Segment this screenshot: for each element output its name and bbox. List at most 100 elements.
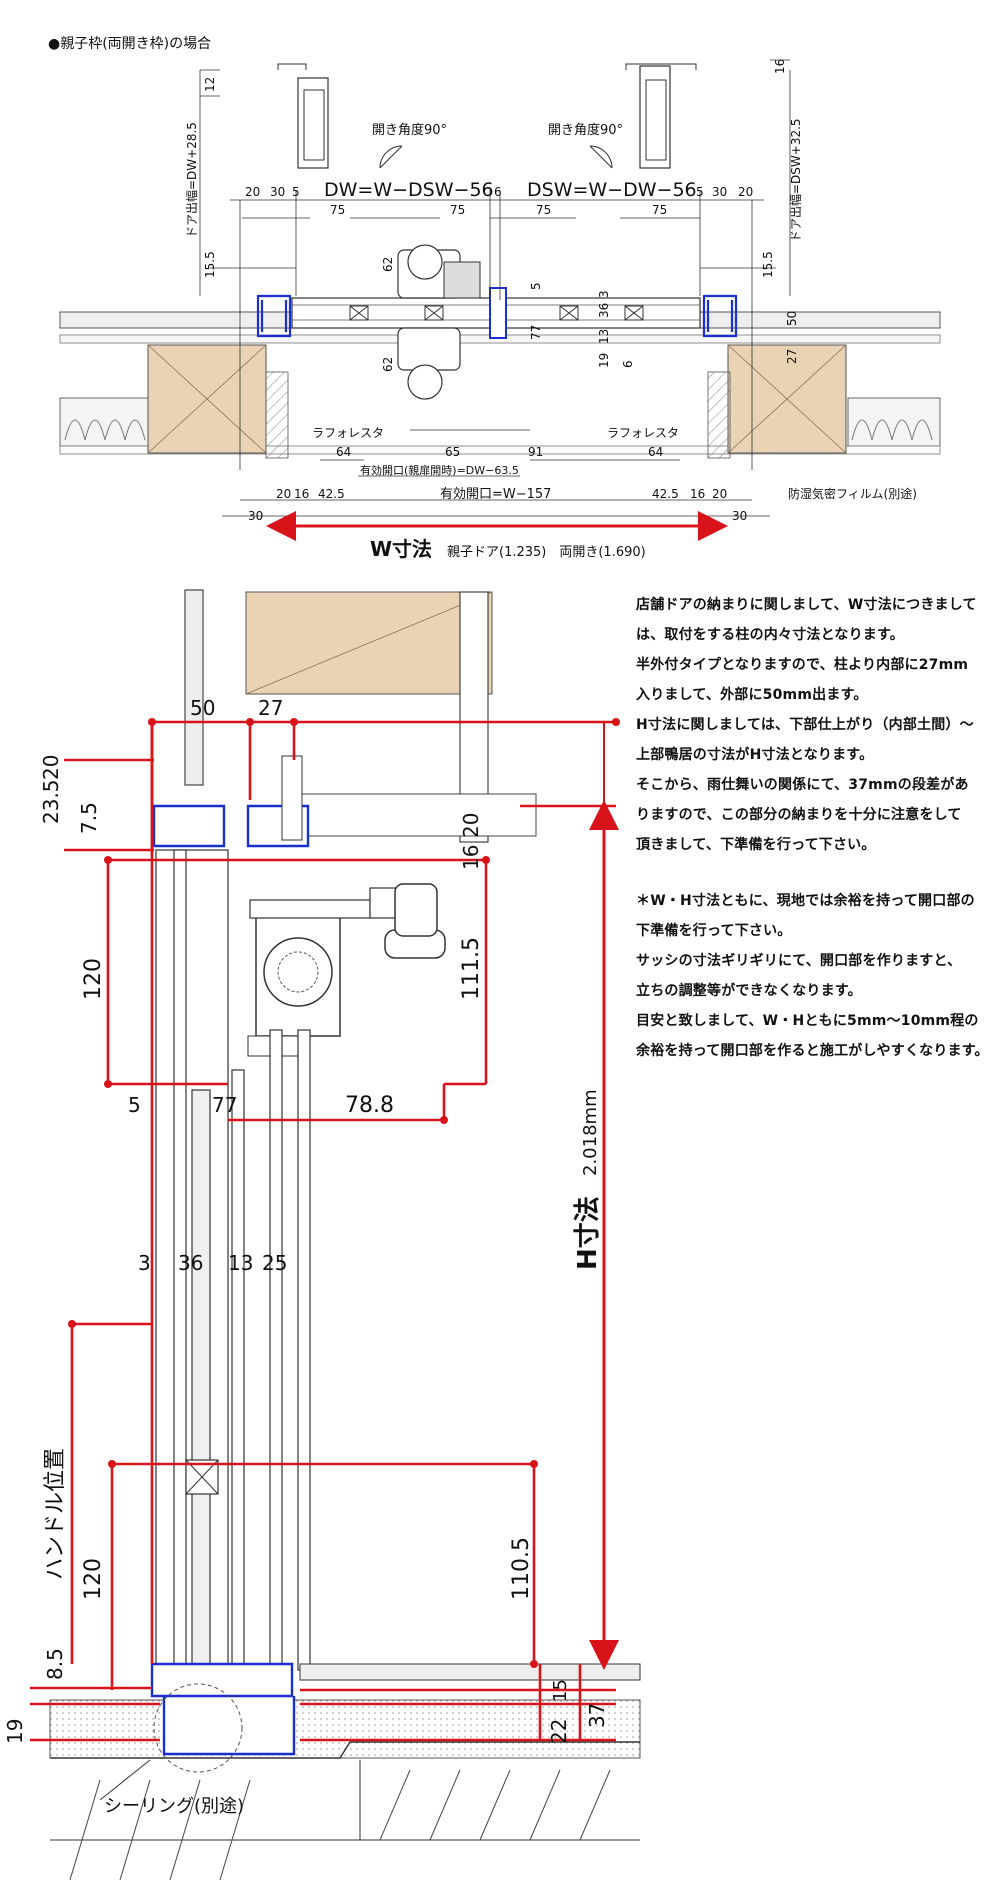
- vertical-section: 50 27 23.5 20 7.5 20 16 120 111.5 5 77 7…: [3, 589, 641, 1881]
- dim: 23.5: [39, 779, 63, 824]
- note-line: りますので、この部分の納まりを十分に注意をして: [636, 807, 962, 823]
- note-line: サッシの寸法ギリギリにて、開口部を作りますと、: [636, 953, 962, 969]
- note-line: 頂きまして、下準備を行って下さい。: [636, 837, 876, 853]
- dim: 64: [648, 445, 663, 459]
- door-leaf-left: [291, 297, 493, 329]
- h-value: 2.018mm: [580, 1089, 601, 1176]
- note-line: 店舗ドアの納まりに関しまして、W寸法につきまして: [636, 597, 977, 613]
- dim: 91: [528, 445, 543, 459]
- dim: 62: [381, 257, 395, 272]
- handle-bottom: [397, 327, 461, 371]
- note-line: 余裕を持って開口部を作ると施工がしやすくなります。: [636, 1043, 989, 1059]
- dim: 27: [785, 349, 799, 364]
- dim: 20: [459, 813, 483, 838]
- effective-opening-child: 有効開口(親扉開時)=DW−63.5: [360, 463, 519, 477]
- note-line: 目安と致しまして、W・Hともに5mm～10mm程の: [636, 1013, 979, 1029]
- laforesta-right: ラフォレスタ: [607, 426, 679, 440]
- door-width-right: ドア出幅=DSW+32.5: [788, 118, 803, 242]
- dim: 50: [785, 311, 799, 326]
- sealing-label: シーリング(別途): [104, 1796, 244, 1817]
- dim: 42.5: [318, 487, 345, 501]
- dim: 111.5: [459, 937, 484, 1000]
- dim: 8.5: [43, 1648, 67, 1680]
- dim: 5: [529, 282, 543, 290]
- dim: 20: [276, 487, 291, 501]
- note-line: 立ちの調整等ができなくなります。: [636, 983, 862, 999]
- dim: 120: [81, 1558, 106, 1600]
- dim: 65: [445, 445, 460, 459]
- dim: 12: [203, 77, 217, 92]
- dim: 7.5: [77, 802, 101, 834]
- dim: 15: [550, 1679, 571, 1702]
- dim: 64: [336, 445, 351, 459]
- red-dimension-lines: [30, 720, 616, 1742]
- dw-formula: DW=W−DSW−56: [324, 179, 494, 201]
- dim: 25: [262, 1251, 287, 1275]
- note-line: ＊W・H寸法ともに、現地では余裕を持って開口部の: [636, 893, 975, 909]
- dim: 5: [128, 1093, 141, 1117]
- open-angle-right: 開き角度90°: [548, 122, 623, 138]
- dim: 30: [732, 509, 747, 523]
- dim: 78.8: [345, 1093, 394, 1118]
- dim: 30: [248, 509, 263, 523]
- blue-frame-bottom: [150, 1662, 296, 1756]
- dim: 27: [258, 696, 283, 720]
- handle-position-label: ハンドル位置: [43, 1448, 68, 1580]
- dim: 19: [597, 353, 611, 368]
- dim: 16: [294, 487, 309, 501]
- note-line: 入りまして、外部に50mm出ます。: [636, 687, 868, 703]
- h-label: H寸法: [573, 1196, 603, 1270]
- laforesta-left: ラフォレスタ: [312, 426, 384, 440]
- dim: 3: [138, 1251, 151, 1275]
- dim: 110.5: [509, 1537, 534, 1600]
- dim: 37: [585, 1703, 609, 1728]
- dim: 50: [190, 696, 215, 720]
- dim: 75: [536, 203, 551, 217]
- dim: 6: [494, 185, 502, 199]
- dim: 30: [712, 185, 727, 199]
- wall-bottom-line: [59, 445, 941, 455]
- dim: 22: [547, 1719, 571, 1744]
- dim: 20: [712, 487, 727, 501]
- note-line: 半外付タイプとなりますので、柱より内部に27mm: [636, 657, 969, 673]
- dim: 13: [228, 1251, 253, 1275]
- blue-frame-left: [256, 294, 292, 338]
- dim: 20: [738, 185, 753, 199]
- vapor-film: 防湿気密フィルム(別途): [788, 486, 917, 501]
- dim: 15.5: [761, 251, 775, 278]
- blue-frame-right: [702, 294, 738, 338]
- dim: 36: [178, 1251, 203, 1275]
- dsw-formula: DSW=W−DW−56: [527, 179, 697, 201]
- dim: 75: [450, 203, 465, 217]
- dim: 13: [597, 329, 611, 344]
- note-line: そこから、雨仕舞いの関係にて、37mmの段差があ: [636, 777, 969, 793]
- dim: 75: [652, 203, 667, 217]
- dim: 30: [270, 185, 285, 199]
- w-label: W寸法: [370, 537, 432, 561]
- dim: 16: [773, 59, 787, 74]
- dim: 16: [690, 487, 705, 501]
- construction-notes: 店舗ドアの納まりに関しまして、W寸法につきまして は、取付をする柱の内々寸法とな…: [636, 590, 991, 1066]
- note-line: H寸法に関しましては、下部仕上がり（内部土間）～: [636, 717, 974, 733]
- dim: 77: [212, 1093, 237, 1117]
- dim: 5: [696, 185, 704, 199]
- dim: 42.5: [652, 487, 679, 501]
- blue-frame-top: [152, 804, 310, 848]
- dim: 62: [381, 357, 395, 372]
- insulation-right-wave: [851, 419, 933, 441]
- plan-view: ●親子枠(両開き枠)の場合: [48, 36, 941, 561]
- note-line: 下準備を行って下さい。: [636, 923, 792, 939]
- dim: 77: [529, 325, 543, 340]
- note-line: は、取付をする柱の内々寸法となります。: [636, 627, 904, 643]
- dim: 3: [597, 290, 611, 298]
- w-values: 親子ドア(1.235) 両開き(1.690): [447, 545, 646, 560]
- effective-opening-total: 有効開口=W−157: [440, 487, 551, 502]
- dim: 20: [39, 755, 63, 780]
- dim: 36: [597, 303, 611, 318]
- dim: 15.5: [203, 251, 217, 278]
- dim: 20: [245, 185, 260, 199]
- dim: 5: [292, 185, 300, 199]
- dim: 120: [81, 958, 106, 1000]
- dim: 16: [459, 845, 483, 870]
- dim: 6: [621, 360, 635, 368]
